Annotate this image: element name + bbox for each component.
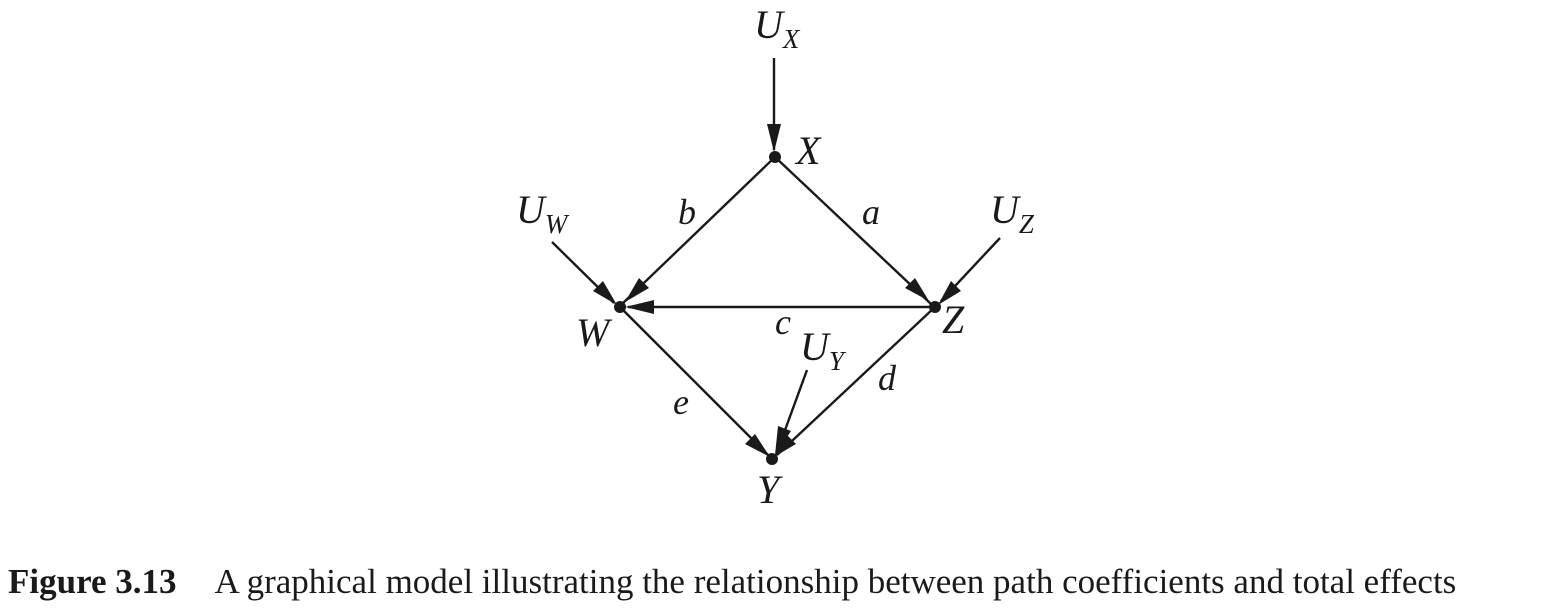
arrowhead-x-w [625,278,649,302]
edge-w-to-y [619,306,769,456]
label-uy: UY [800,324,847,376]
node-z [929,301,941,313]
edge-z-to-y [776,306,936,456]
label-w: W [576,310,613,355]
edge-label-e: e [673,382,689,422]
edge-label-b: b [678,192,696,232]
arrowhead-x-z [905,278,929,301]
caption-text: A graphical model illustrating the relat… [214,562,1457,601]
edge-x-to-z [774,156,932,305]
edge-label-d: d [878,358,897,398]
edge-x-to-w [621,156,776,305]
arrowhead-uw-w [593,281,617,305]
arrowhead-w-y [745,434,770,457]
node-y [766,453,778,465]
label-ux: UX [754,2,801,54]
node-w [614,301,626,313]
figure-number: Figure 3.13 [8,562,177,601]
node-x [769,151,781,163]
figure-caption: Figure 3.13 A graphical model illustratin… [8,562,1548,602]
arrowhead-uz-z [938,281,961,305]
edge-label-a: a [862,192,880,232]
edge-label-c: c [775,302,791,342]
label-z: Z [942,297,965,342]
label-x: X [794,128,822,173]
label-y: Y [757,467,783,512]
label-uw: UW [516,187,570,239]
label-uz: UZ [990,187,1035,239]
arrowhead-ux-x [767,124,781,152]
arrowhead-z-w [625,300,654,314]
arrowhead-z-y [774,434,796,457]
